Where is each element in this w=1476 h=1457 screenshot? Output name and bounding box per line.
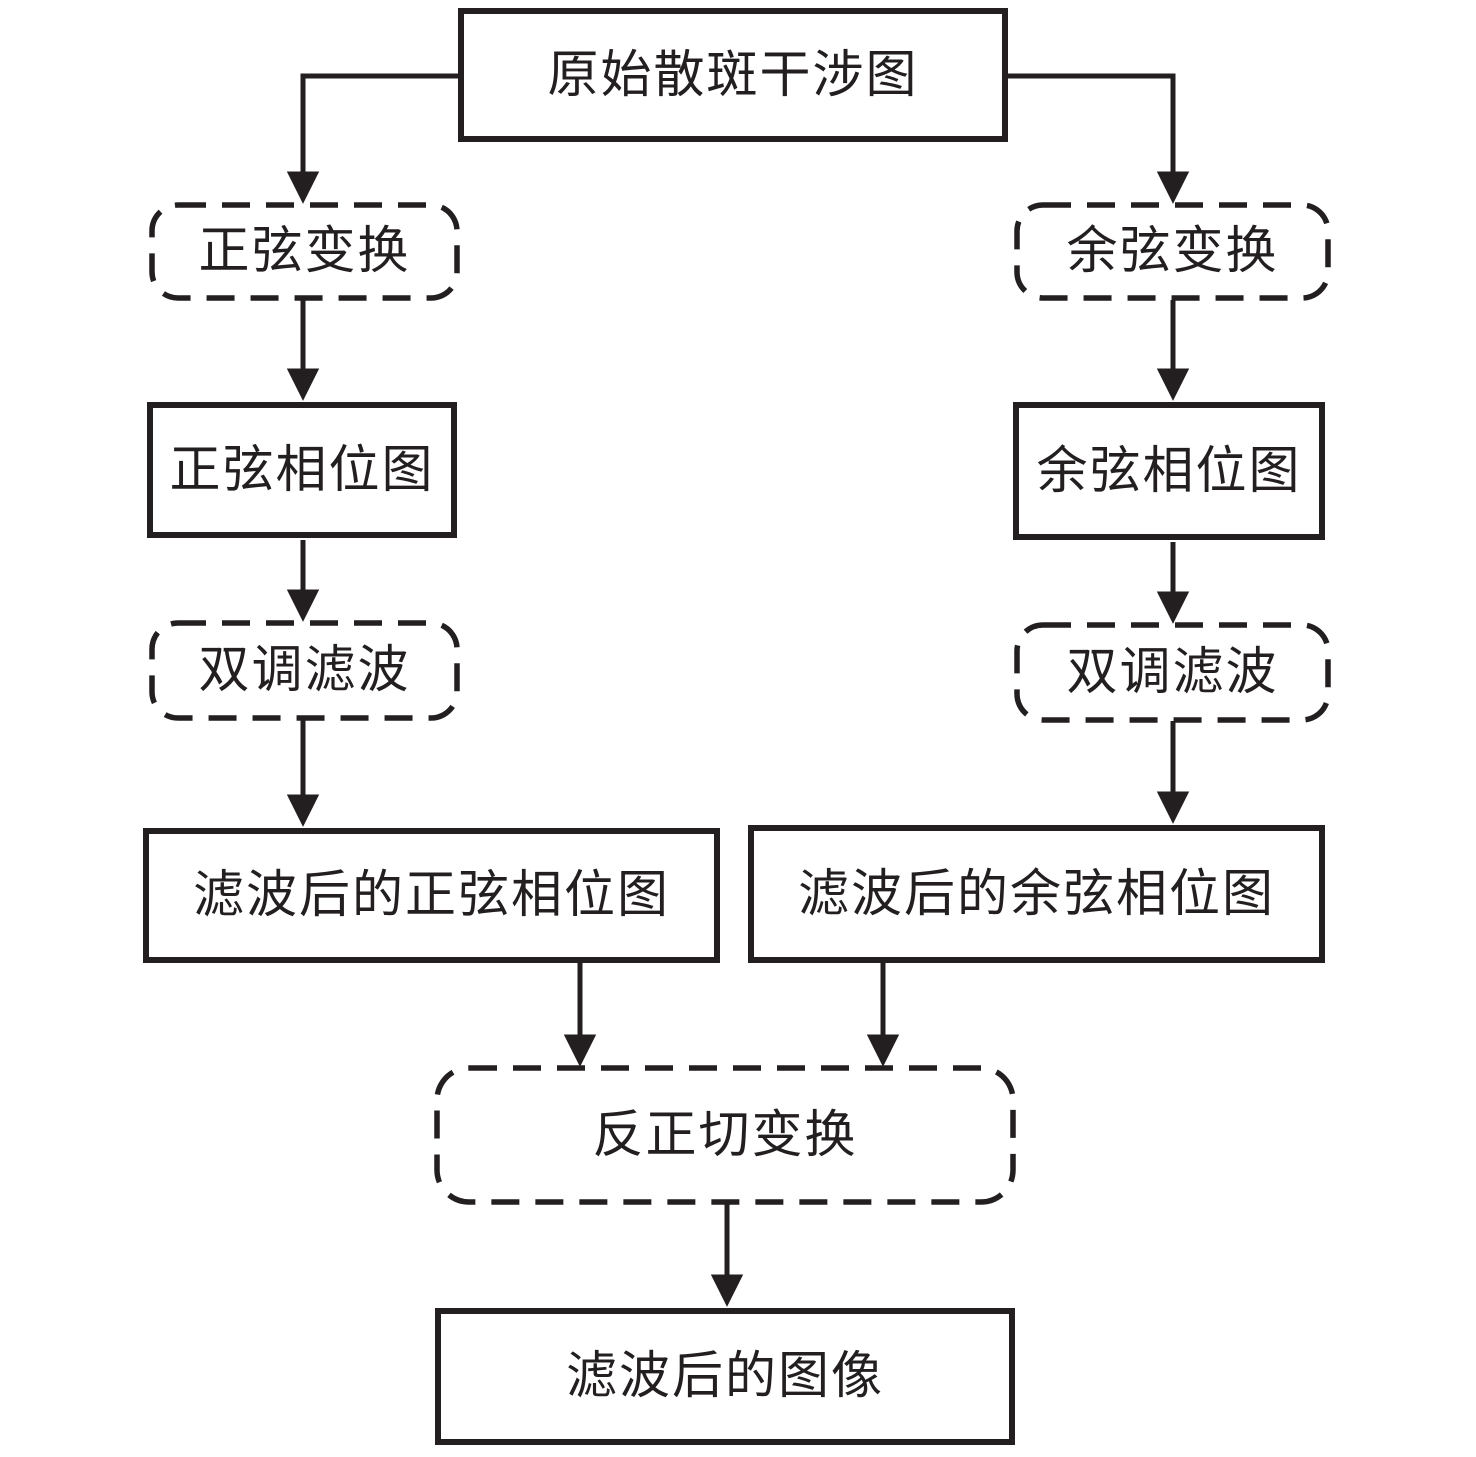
- node-label: 滤波后的正弦相位图: [192, 866, 670, 925]
- node-label: 原始散斑干涉图: [547, 45, 919, 105]
- node-label: 反正切变换: [592, 1105, 858, 1165]
- node-cosine-phase-map: 余弦相位图: [1013, 402, 1325, 540]
- node-label: 正弦相位图: [169, 440, 435, 500]
- cosine-filter-box-border: [1014, 622, 1331, 723]
- node-cosine-transform: 余弦变换: [1017, 205, 1328, 298]
- node-sine-transform: 正弦变换: [152, 205, 457, 298]
- node-label: 双调滤波: [1066, 643, 1279, 702]
- node-label: 滤波后的图像: [565, 1347, 884, 1406]
- node-original-speckle-interferogram: 原始散斑干涉图: [458, 8, 1008, 142]
- node-filtered-sine-phase-map: 滤波后的正弦相位图: [143, 828, 720, 963]
- sine-transform-box-border: [149, 202, 460, 301]
- node-sine-phase-map: 正弦相位图: [147, 402, 457, 538]
- node-filtered-cosine-phase-map: 滤波后的余弦相位图: [748, 825, 1325, 963]
- node-cosine-binomial-filter: 双调滤波: [1017, 625, 1328, 720]
- node-label: 余弦相位图: [1036, 441, 1302, 501]
- node-label: 滤波后的余弦相位图: [797, 864, 1275, 924]
- arctan-transform-box-border: [434, 1065, 1016, 1205]
- edge-original-to-cosine-transform: [1008, 73, 1190, 204]
- node-label: 双调滤波: [198, 641, 411, 700]
- node-filtered-image: 滤波后的图像: [435, 1308, 1015, 1445]
- node-sine-binomial-filter: 双调滤波: [152, 623, 457, 718]
- node-arctangent-transform: 反正切变换: [437, 1068, 1013, 1202]
- cosine-transform-box-border: [1014, 202, 1331, 301]
- node-label: 正弦变换: [198, 222, 411, 281]
- node-label: 余弦变换: [1066, 222, 1279, 281]
- sine-filter-box-border: [149, 620, 460, 721]
- edge-original-to-sine-transform: [286, 73, 458, 204]
